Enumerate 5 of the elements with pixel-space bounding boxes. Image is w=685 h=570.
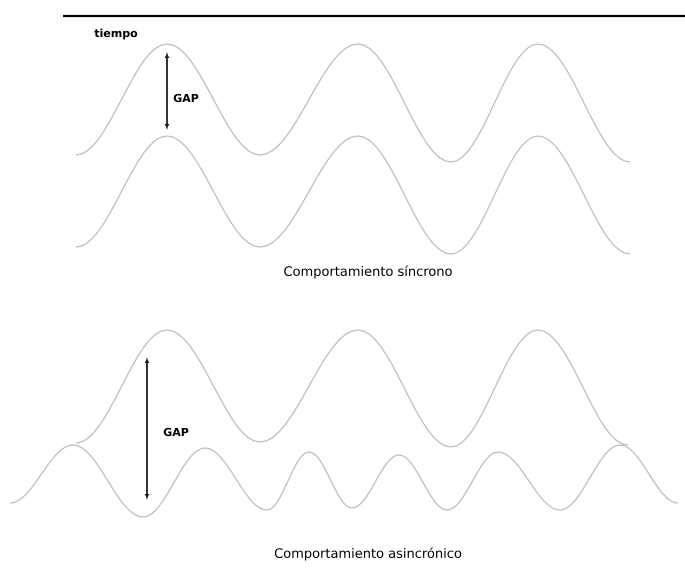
caption: Comportamiento síncrono	[284, 265, 452, 279]
caption: Comportamiento asincrónico	[274, 547, 462, 561]
time-label: tiempo	[94, 28, 138, 40]
gap-label: GAP	[174, 94, 198, 102]
gap-label: GAP	[164, 428, 188, 436]
